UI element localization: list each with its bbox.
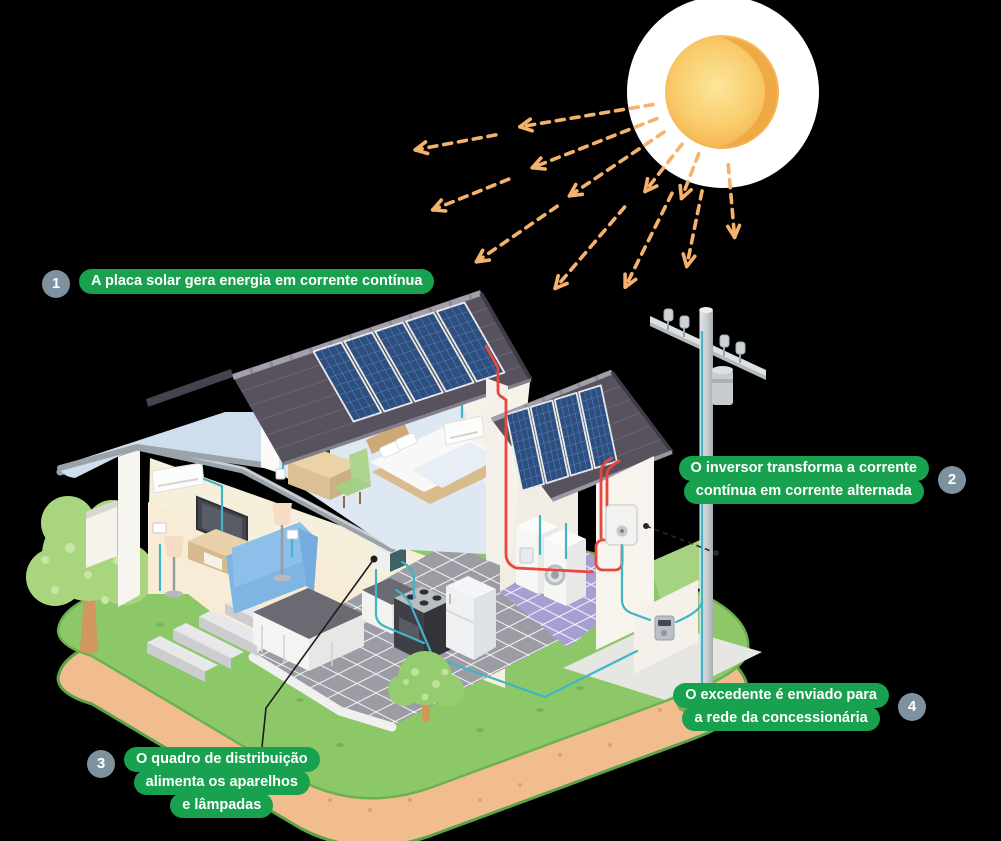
garden-wall-left xyxy=(86,500,117,568)
callout-2: O inversor transforma a corrente contínu… xyxy=(678,456,966,504)
garden-wall-cap xyxy=(86,500,117,519)
roof-verge-board xyxy=(146,369,233,407)
callout-2-label-line1: O inversor transforma a corrente xyxy=(678,456,929,481)
callout-2-label-line2: contínua em corrente alternada xyxy=(683,479,924,504)
callout-3-label-line3: e lâmpadas xyxy=(170,793,274,818)
stove xyxy=(394,586,452,662)
callout-4: O excedente é enviado para a rede da con… xyxy=(673,683,926,731)
callout-4-label-line1: O excedente é enviado para xyxy=(673,683,889,708)
air-conditioner-living xyxy=(151,462,205,494)
desk-chair xyxy=(333,448,371,508)
solar-panel-array-main xyxy=(312,301,506,423)
callout-1-label: A placa solar gera energia em corrente c… xyxy=(79,269,435,294)
bed xyxy=(366,422,506,504)
callout-2-number: 2 xyxy=(938,466,966,494)
callout-1: 1 A placa solar gera energia em corrente… xyxy=(42,269,435,298)
meter-wall xyxy=(634,580,706,674)
callout-3-number: 3 xyxy=(87,750,115,778)
dryer xyxy=(516,517,558,594)
sun xyxy=(627,0,819,188)
pointer-line-3 xyxy=(261,558,375,748)
distribution-board xyxy=(374,540,406,572)
floor-lamp-right xyxy=(272,503,292,582)
bedroom-outlet xyxy=(275,468,286,480)
callout-pointers xyxy=(261,523,719,748)
air-conditioner-bedroom xyxy=(443,415,485,446)
callout-4-number: 4 xyxy=(898,693,926,721)
pointer-line-2 xyxy=(645,525,717,554)
dc-cables xyxy=(484,344,624,574)
callout-3: 3 O quadro de distribuição alimenta os a… xyxy=(87,747,320,818)
left-exterior-wall xyxy=(118,444,140,607)
callout-3-label-line2: alimenta os aparelhos xyxy=(133,770,310,795)
ac-cables xyxy=(394,330,704,699)
floor-lamp-left xyxy=(164,536,184,598)
inverter xyxy=(605,504,638,546)
refrigerator xyxy=(445,576,496,660)
callout-1-number: 1 xyxy=(42,270,70,298)
pole-insulators xyxy=(663,308,746,355)
callout-4-label-line2: a rede da concessionária xyxy=(682,706,880,731)
power-meter xyxy=(654,615,675,641)
callout-3-label-line1: O quadro de distribuição xyxy=(124,747,320,772)
kitchen-island-counter xyxy=(253,588,364,671)
light-switches xyxy=(152,522,299,540)
pole-transformer xyxy=(712,366,733,405)
house xyxy=(56,290,706,732)
bush xyxy=(388,651,464,722)
sun-rays-icon xyxy=(413,102,742,291)
